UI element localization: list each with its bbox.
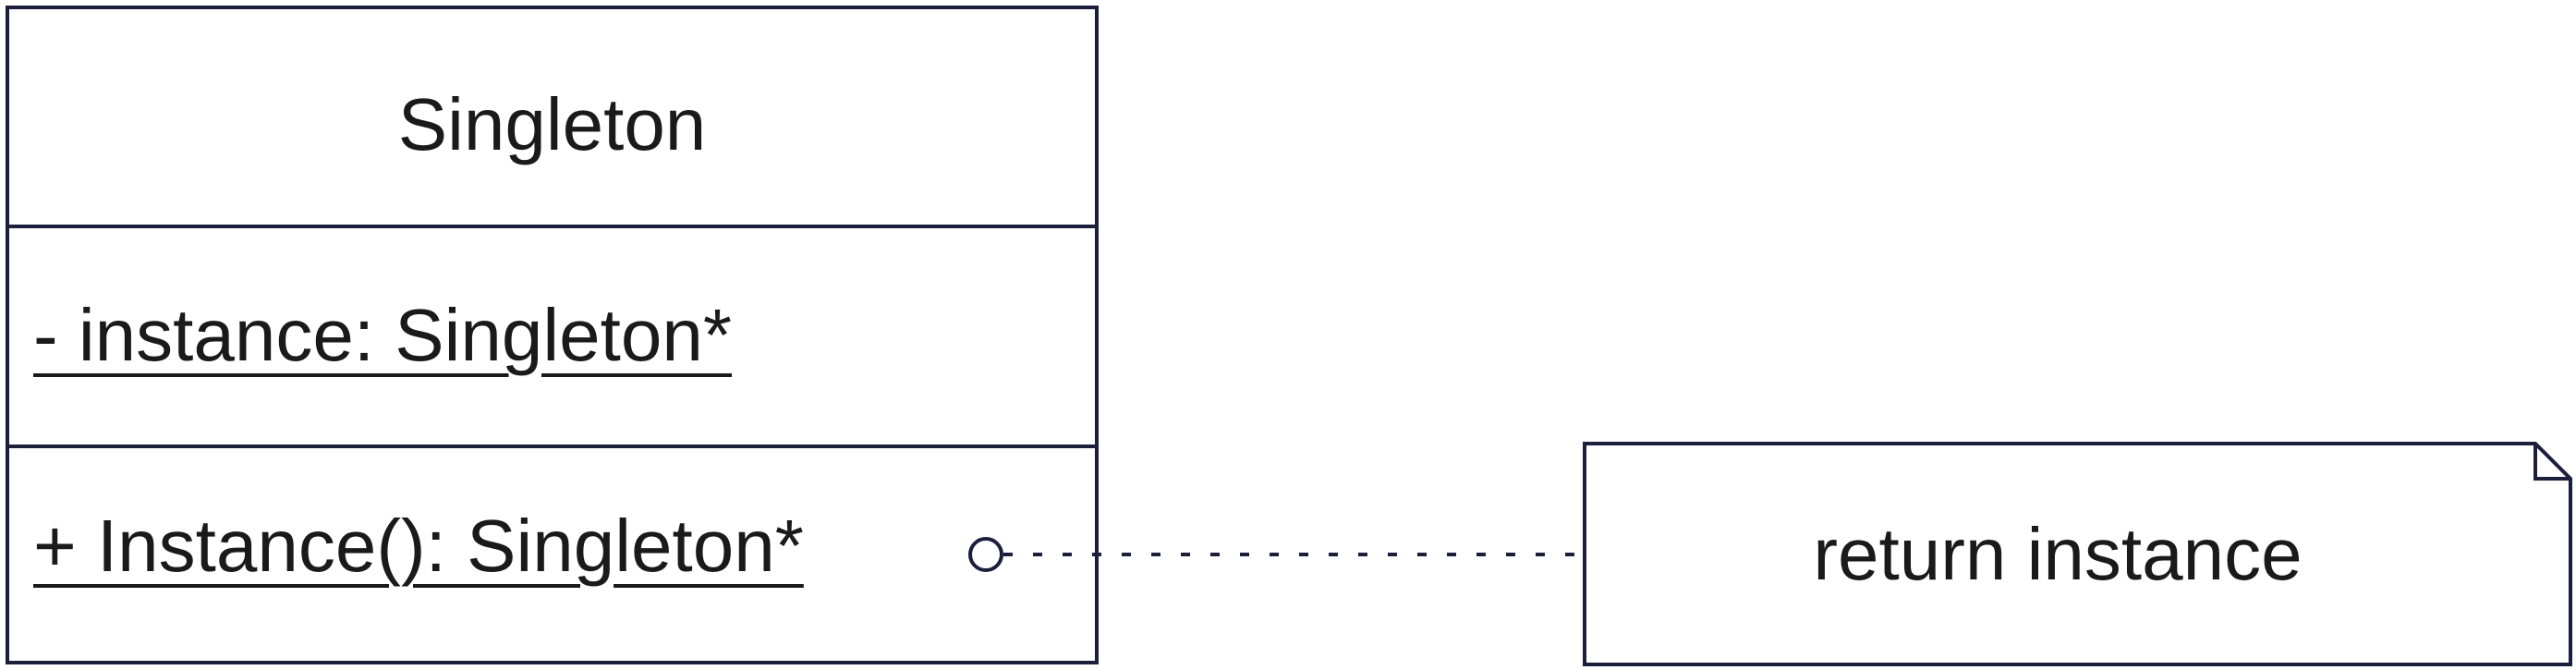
attribute-instance: - instance: Singleton* [33,294,733,376]
attributes-compartment: - instance: Singleton* [9,228,1095,448]
note-shape [1583,442,2572,666]
note-text: return instance [1813,512,2303,595]
class-name: Singleton [397,82,707,165]
operations-compartment: + Instance(): Singleton* [9,448,1095,661]
class-name-compartment: Singleton [9,9,1095,228]
note-folded-corner [2533,444,2570,481]
singleton-class-box[interactable]: Singleton - instance: Singleton* + Insta… [6,6,1099,664]
anchor-circle [968,537,1003,572]
note-box[interactable]: return instance [1583,442,2572,666]
operation-instance: + Instance(): Singleton* [33,505,804,587]
